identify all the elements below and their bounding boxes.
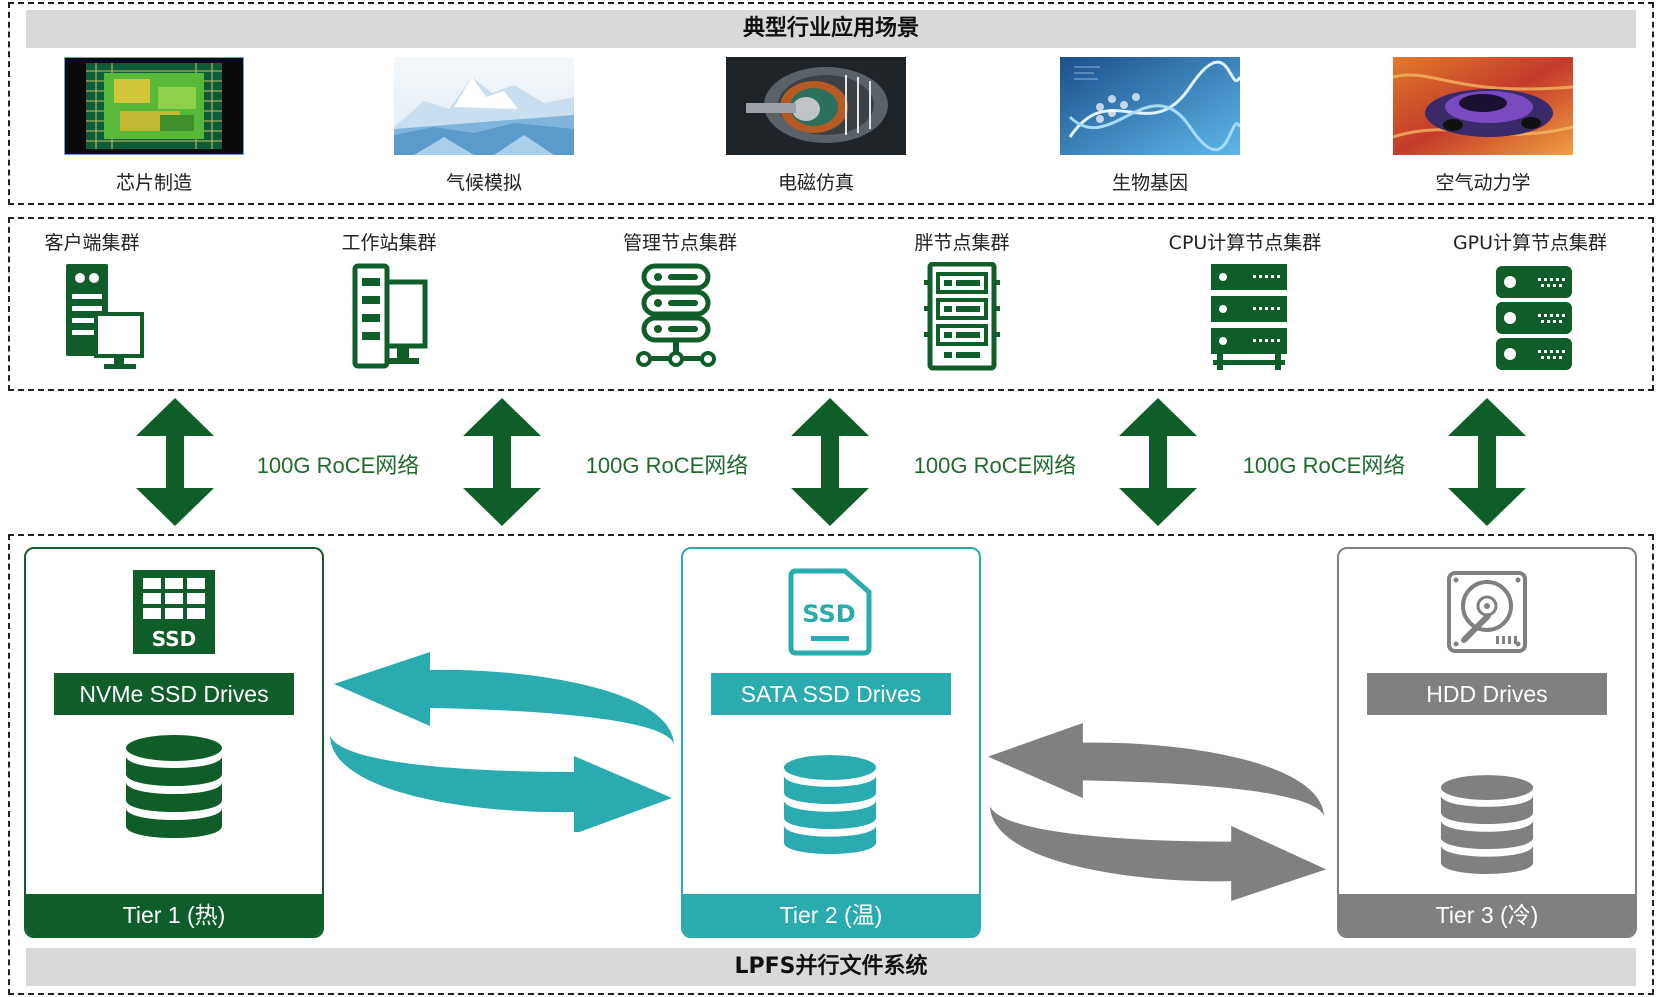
glacier-image (394, 57, 574, 155)
app-label-chip: 芯片制造 (115, 172, 192, 194)
tier-2-drive-label: SATA SSD Drives (711, 673, 951, 715)
svg-text:SSD: SSD (152, 627, 197, 651)
sata-ssd-icon: SSD (788, 568, 872, 656)
cluster-label-management: 管理节点集群 (622, 232, 737, 254)
management-server-icon (636, 263, 716, 367)
cluster-label-client: 客户端集群 (44, 232, 140, 254)
tier2-tier3-migration-arrows (987, 722, 1327, 901)
cluster-label-fatnode: 胖节点集群 (914, 232, 1010, 254)
car-image (1393, 57, 1573, 155)
arrow-to-tier3 (989, 806, 1327, 901)
tier1-tier2-migration-arrows (330, 652, 674, 832)
double-arrow-2 (463, 398, 541, 526)
cpu-server-icon (1211, 264, 1287, 370)
double-arrow-3 (791, 398, 869, 526)
network-label-4: 100G RoCE网络 (1242, 453, 1406, 478)
tier-2-card: Tier 2 (温) (681, 547, 981, 938)
app-label-bio: 生物基因 (1111, 172, 1188, 194)
tier-3-label: Tier 3 (冷) (1339, 894, 1635, 936)
double-arrow-4 (1119, 398, 1197, 526)
chip-image (64, 57, 244, 155)
cluster-label-workstation: 工作站集群 (341, 232, 437, 254)
filesystem-title: LPFS并行文件系统 (26, 948, 1636, 986)
network-label-1: 100G RoCE网络 (256, 453, 420, 478)
fat-node-server-icon (924, 262, 1000, 371)
tier-1-label: Tier 1 (热) (26, 894, 322, 936)
gpu-server-icon (1496, 266, 1572, 370)
network-arrows (136, 398, 1526, 526)
app-label-em: 电磁仿真 (777, 172, 854, 194)
workstation-icon (352, 263, 428, 369)
double-arrow-1 (136, 398, 214, 526)
svg-text:SSD: SSD (802, 600, 855, 628)
clusters-section (8, 217, 1654, 391)
applications-title: 典型行业应用场景 (26, 10, 1636, 48)
cluster-label-gpu: GPU计算节点集群 (1452, 232, 1608, 254)
cluster-label-cpu: CPU计算节点集群 (1168, 232, 1322, 254)
client-computer-icon (66, 264, 144, 369)
double-arrow-5 (1448, 398, 1526, 526)
app-label-aero: 空气动力学 (1435, 172, 1531, 194)
arrow-to-tier1 (334, 652, 674, 744)
storage-section (8, 534, 1654, 995)
tier-3-drive-label: HDD Drives (1367, 673, 1607, 715)
arrow-to-tier2-from-tier3 (987, 722, 1325, 816)
applications-section (8, 2, 1654, 205)
network-label-2: 100G RoCE网络 (585, 453, 749, 478)
tier-2-label: Tier 2 (温) (683, 894, 979, 936)
network-label-3: 100G RoCE网络 (913, 453, 1077, 478)
tier-1-drive-label: NVMe SSD Drives (54, 673, 294, 715)
tier-1-database-icon (126, 735, 222, 838)
tier-2-database-icon (783, 755, 877, 854)
arrow-to-tier2 (330, 736, 672, 832)
dna-image (1060, 57, 1240, 155)
hdd-icon (1447, 571, 1527, 653)
app-label-climate: 气候模拟 (445, 172, 522, 194)
tier-3-database-icon (1440, 775, 1534, 874)
nvme-ssd-icon: SSD (133, 570, 215, 654)
motor-image (726, 57, 906, 155)
